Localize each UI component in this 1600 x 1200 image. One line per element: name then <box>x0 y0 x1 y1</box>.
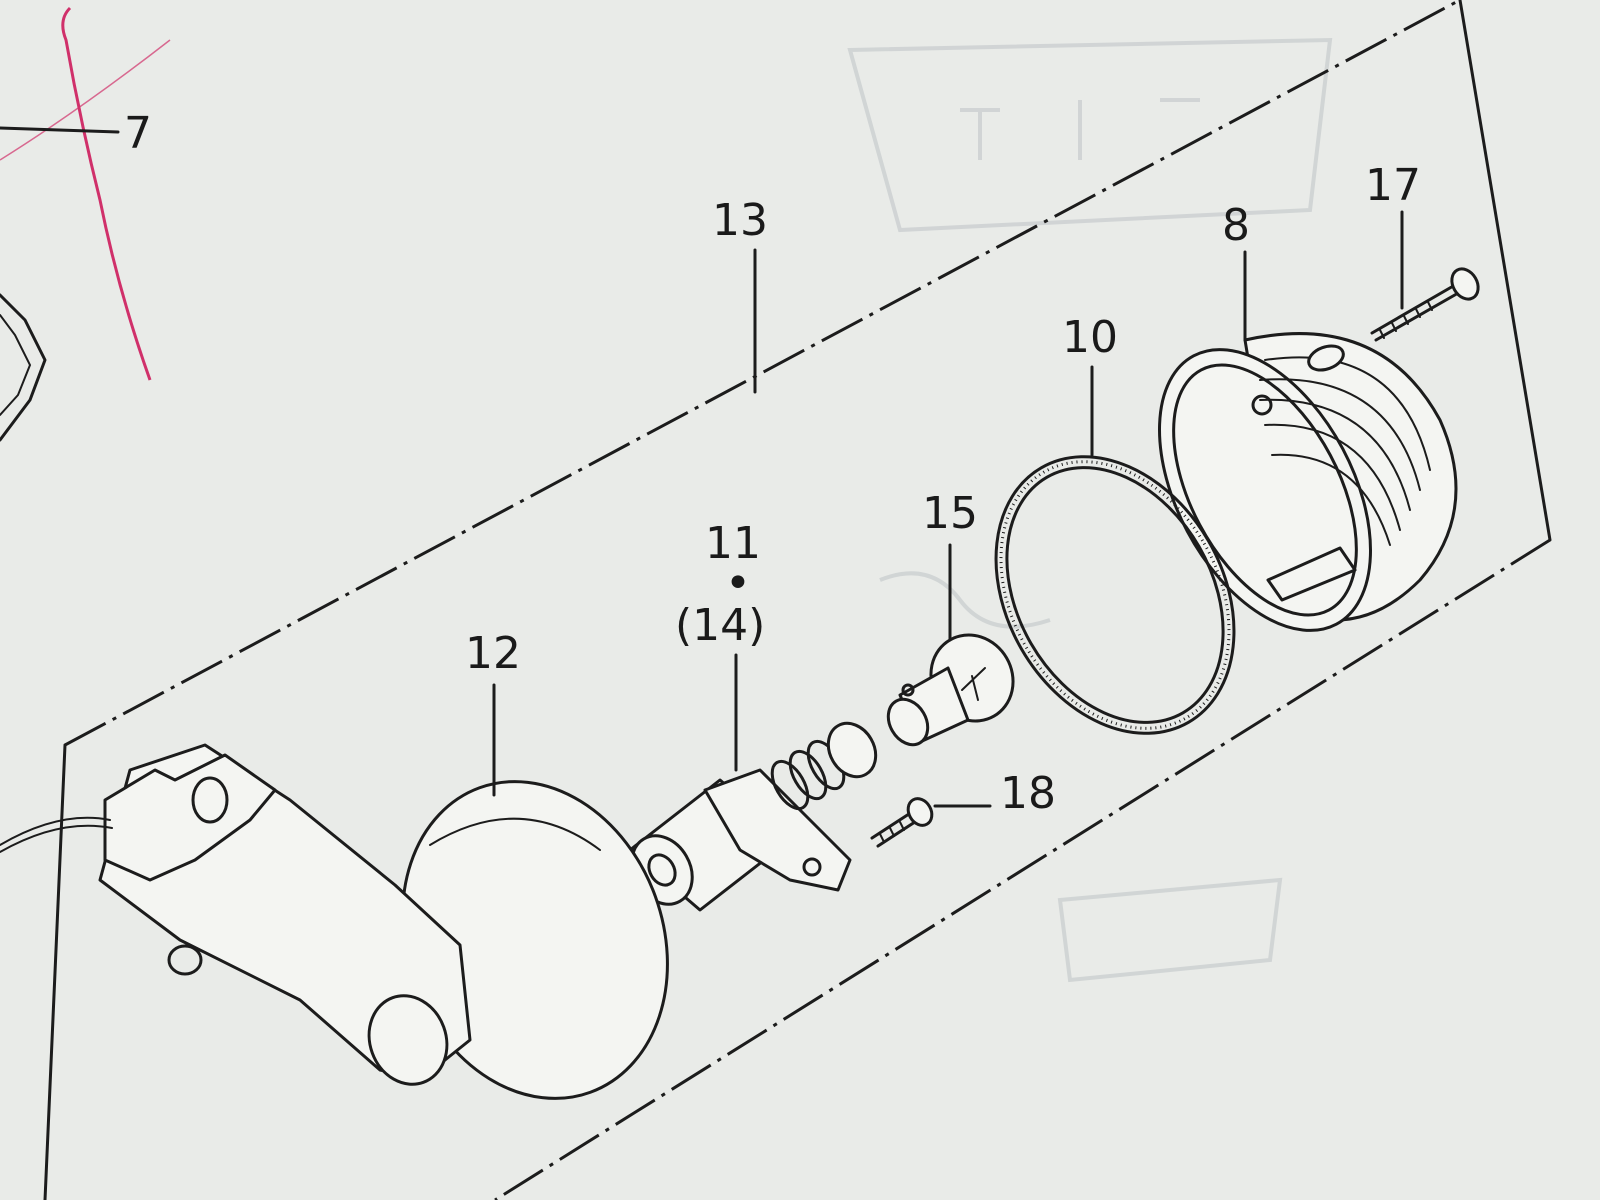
part-label-12: 12 <box>465 628 521 679</box>
part-label-18: 18 <box>1000 768 1056 819</box>
part-label-13: 13 <box>712 195 768 246</box>
part-label-14: (14) <box>675 600 765 651</box>
bulb-15-icon <box>886 633 1015 747</box>
part-label-17: 17 <box>1365 160 1421 211</box>
socket-11-icon <box>549 721 878 951</box>
part-label-11: 11 <box>705 518 761 569</box>
pen-mark-stroke <box>0 39 171 161</box>
spring-coils <box>770 721 878 811</box>
screw-17-icon <box>1370 267 1480 342</box>
leader-line-7 <box>0 126 120 134</box>
part-label-8: 8 <box>1222 200 1250 251</box>
show-through-artwork <box>847 37 1333 983</box>
part-label-7: 7 <box>124 108 152 159</box>
gasket-10-icon <box>994 455 1236 735</box>
pen-mark <box>61 6 152 381</box>
lens-housing-8-icon <box>1158 332 1458 632</box>
part-label-10: 10 <box>1062 312 1118 363</box>
part-label-11-separator: • <box>725 558 751 609</box>
part-label-15: 15 <box>922 488 978 539</box>
screw-18-icon <box>870 797 934 848</box>
adjacent-part-outline <box>0 293 47 442</box>
base-12-icon <box>0 743 669 1100</box>
